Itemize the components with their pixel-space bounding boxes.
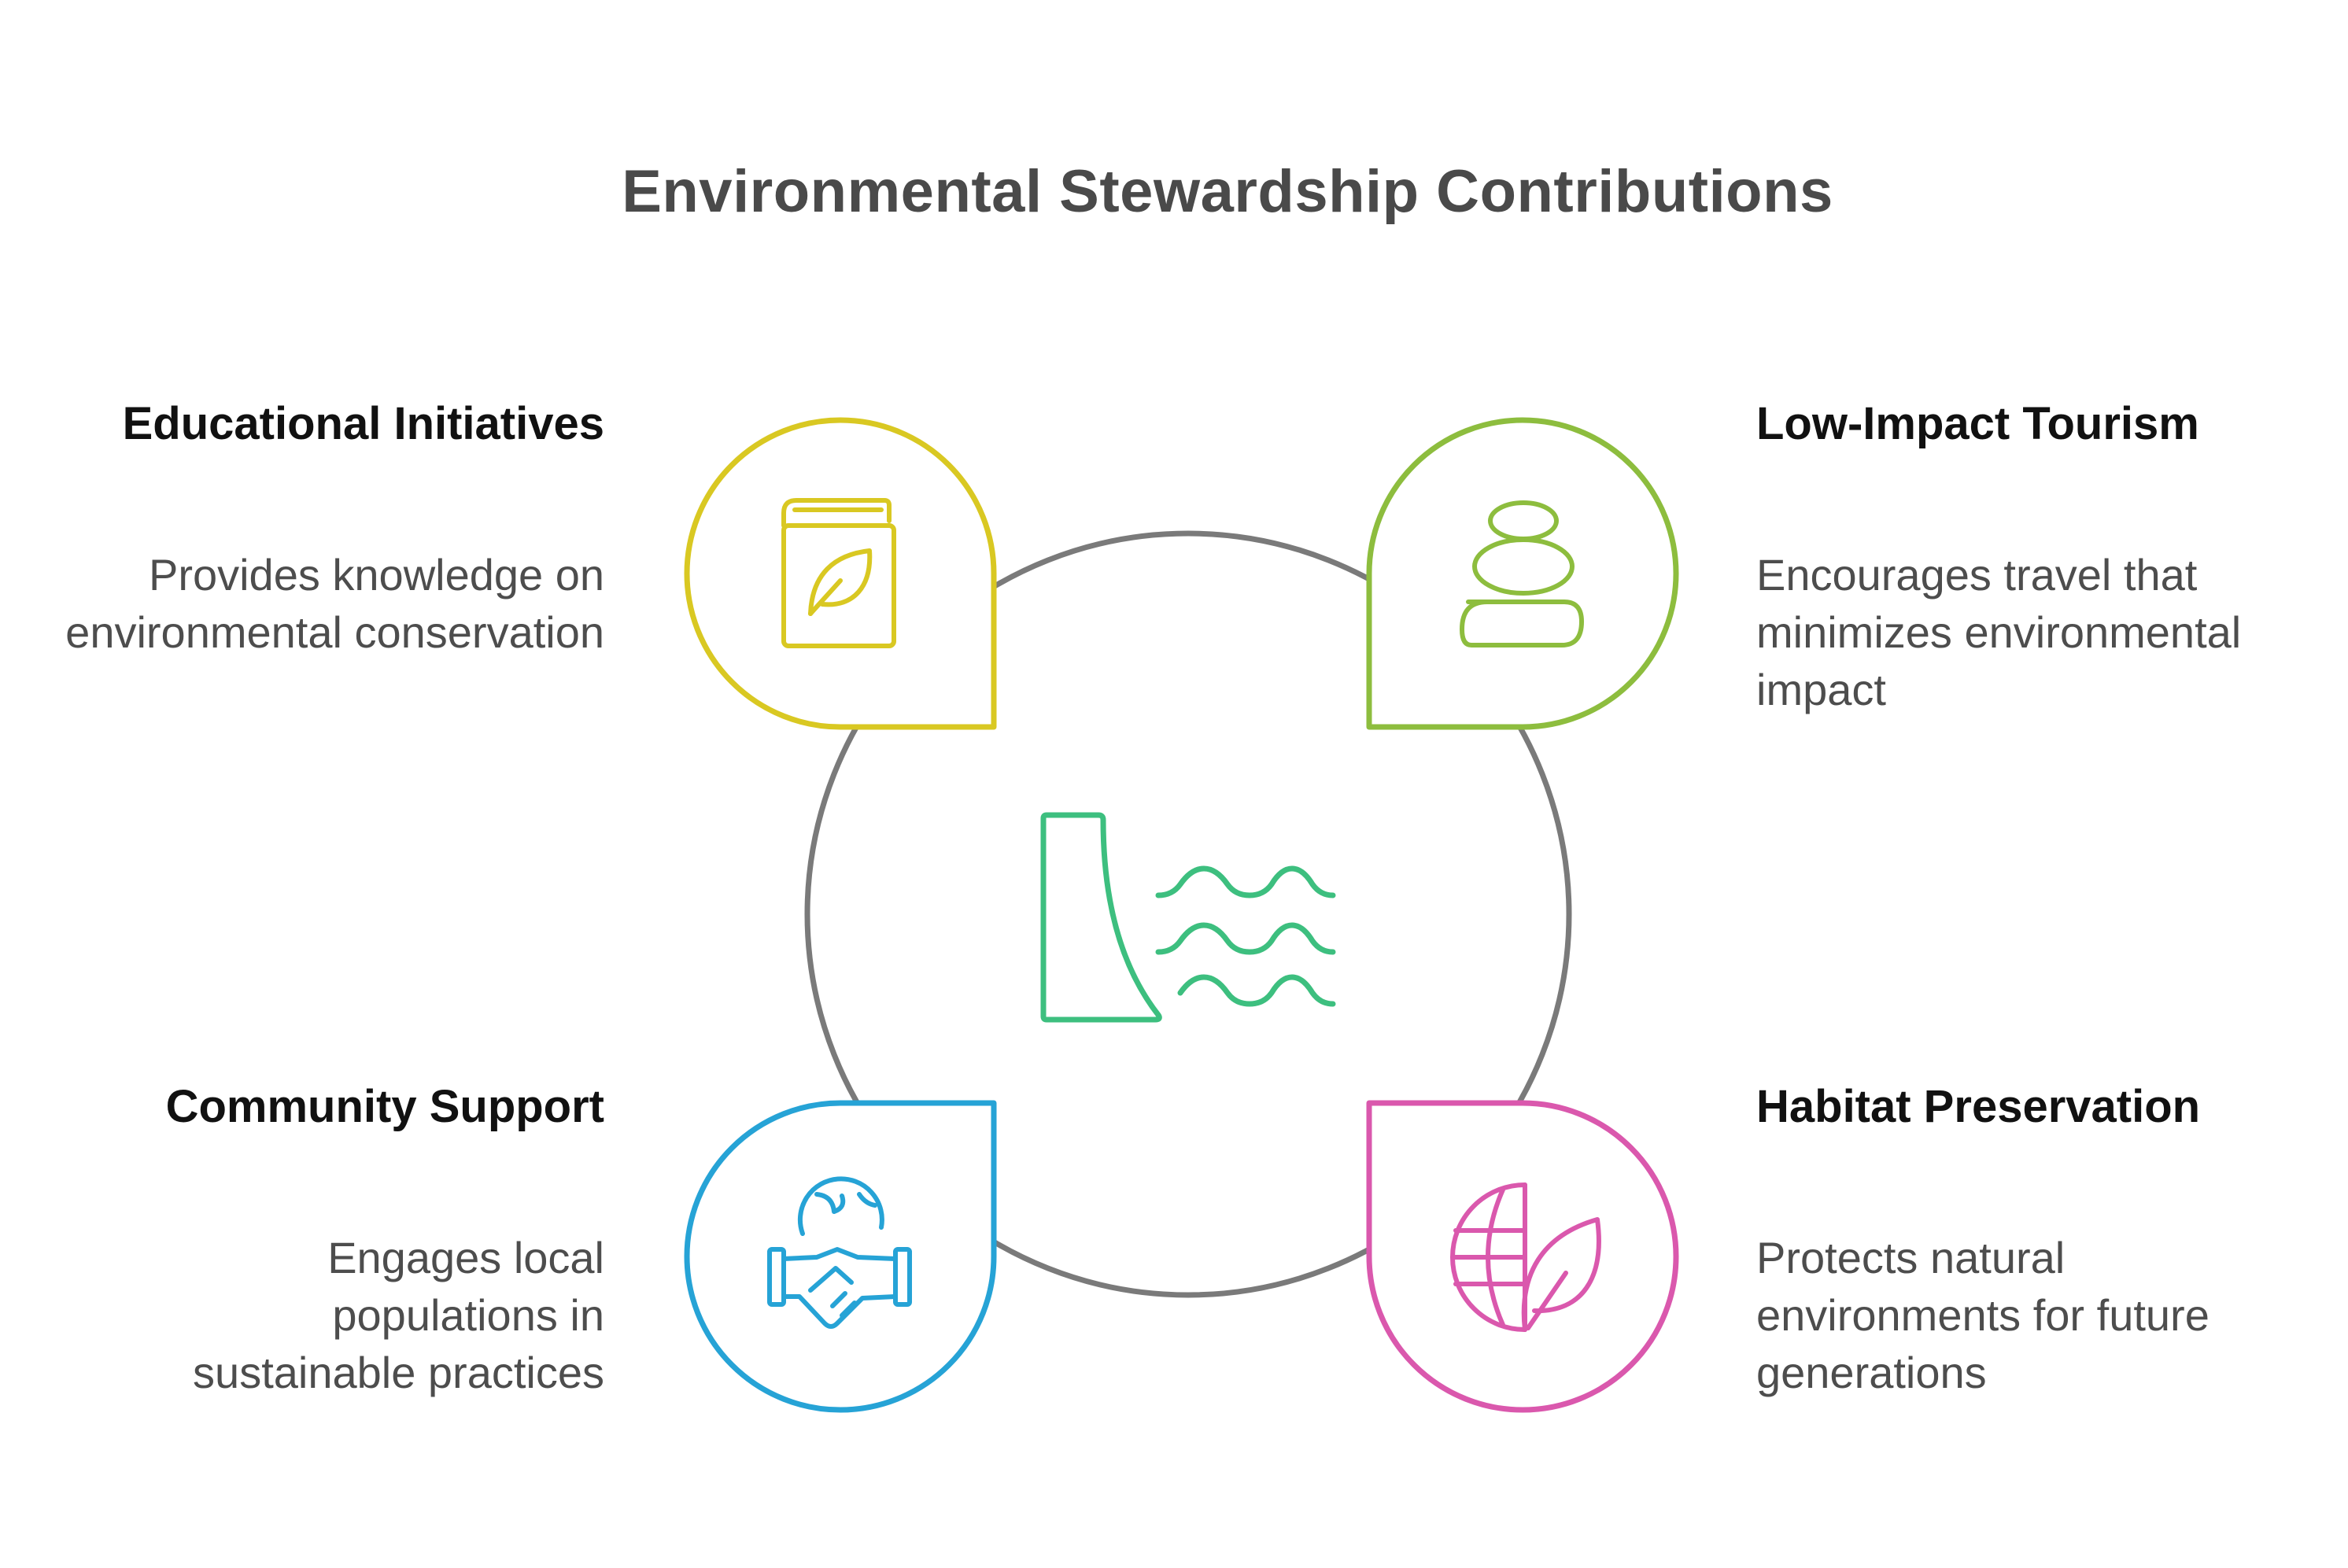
- educational-initiatives-description: Provides knowledge on environmental cons…: [65, 550, 604, 657]
- low-impact-tourism-heading: Low-Impact Tourism: [1756, 398, 2199, 449]
- community-support-heading: Community Support: [165, 1081, 604, 1132]
- educational-initiatives-node: [684, 417, 997, 730]
- community-support-description: Engages local populations in sustainable…: [193, 1233, 604, 1397]
- habitat-preservation-node: [1366, 1100, 1679, 1413]
- stacked-stones-icon: [1460, 500, 1584, 647]
- dam-water-icon: [1040, 812, 1336, 1023]
- book-leaf-icon: [781, 498, 896, 648]
- globe-leaf-icon: [1450, 1182, 1601, 1332]
- habitat-preservation-heading: Habitat Preservation: [1756, 1081, 2201, 1132]
- low-impact-tourism-description: Encourages travel that minimizes environ…: [1756, 550, 2242, 714]
- community-support-node: [684, 1100, 997, 1413]
- globe-handshake-icon: [767, 1176, 912, 1329]
- page-title: Environmental Stewardship Contributions: [622, 158, 1833, 225]
- central-ring: [804, 530, 1572, 1298]
- educational-initiatives-heading: Educational Initiatives: [122, 398, 604, 449]
- habitat-preservation-description: Protects natural environments for future…: [1756, 1233, 2210, 1397]
- low-impact-tourism-node: [1366, 417, 1679, 730]
